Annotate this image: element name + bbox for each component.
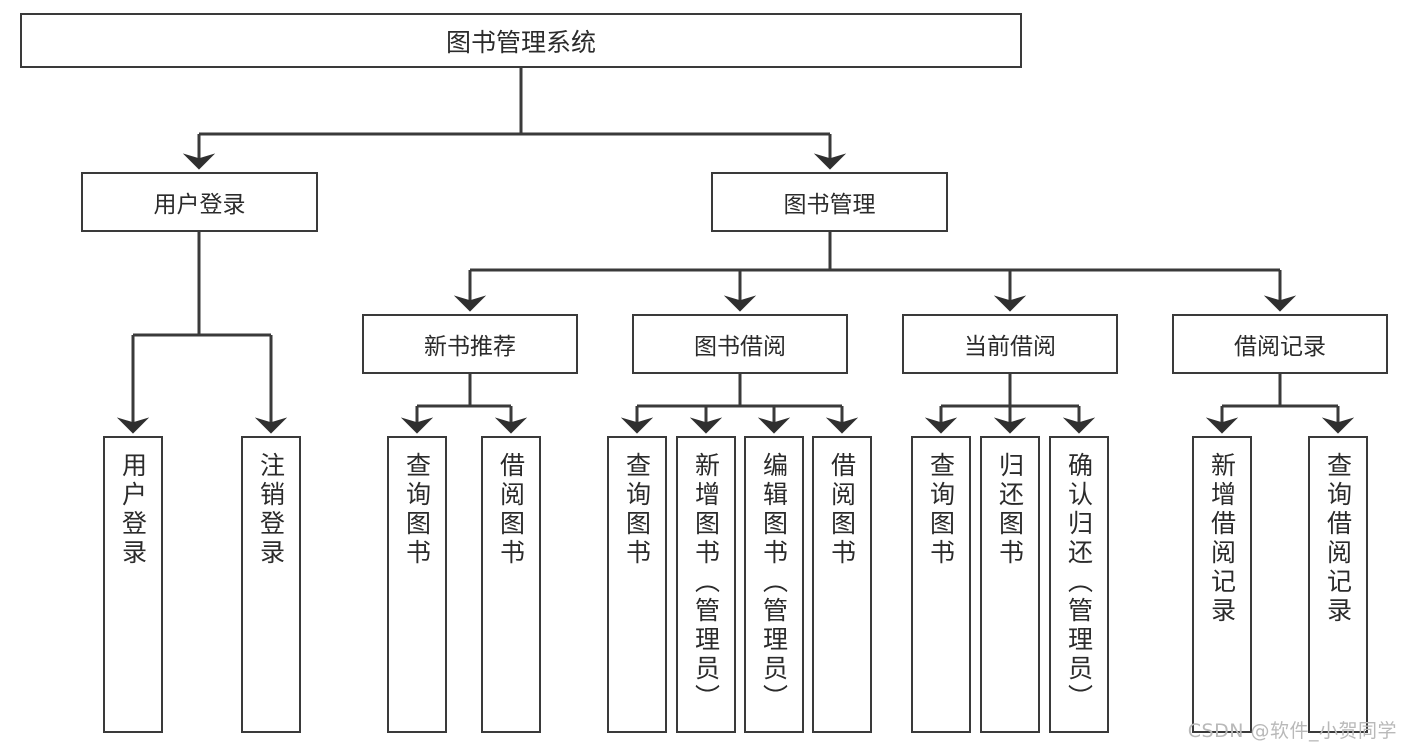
leaf-current-query-book-label: 查询图书 xyxy=(926,452,956,568)
leaf-confirm-return-admin[interactable]: 确认归还（管理员） xyxy=(1049,436,1109,733)
leaf-confirm-return-admin-label: 确认归还（管理员） xyxy=(1064,452,1094,713)
leaf-add-borrow-record-label: 新增借阅记录 xyxy=(1207,452,1237,626)
leaf-borrow-query-book-label: 查询图书 xyxy=(622,452,652,568)
leaf-edit-book-admin-label: 编辑图书（管理员） xyxy=(759,452,789,713)
node-book-management-label: 图书管理 xyxy=(783,192,876,218)
node-user-login-label: 用户登录 xyxy=(153,192,246,218)
leaf-add-book-admin-label: 新增图书（管理员） xyxy=(691,452,721,713)
leaf-edit-book-admin[interactable]: 编辑图书（管理员） xyxy=(744,436,804,733)
node-book-management[interactable]: 图书管理 xyxy=(711,172,948,232)
leaf-new-book-borrow-label: 借阅图书 xyxy=(496,452,526,568)
node-root[interactable]: 图书管理系统 xyxy=(20,13,1022,68)
leaf-current-query-book[interactable]: 查询图书 xyxy=(911,436,971,733)
leaf-new-book-query[interactable]: 查询图书 xyxy=(387,436,447,733)
leaf-return-book-label: 归还图书 xyxy=(995,452,1025,568)
leaf-add-borrow-record[interactable]: 新增借阅记录 xyxy=(1192,436,1252,733)
leaf-query-borrow-record-label: 查询借阅记录 xyxy=(1323,452,1353,626)
node-book-borrow[interactable]: 图书借阅 xyxy=(632,314,848,374)
node-new-book-recommend-label: 新书推荐 xyxy=(424,334,516,360)
leaf-new-book-borrow[interactable]: 借阅图书 xyxy=(481,436,541,733)
leaf-user-login-label: 用户登录 xyxy=(118,452,148,568)
leaf-borrow-book-label: 借阅图书 xyxy=(827,452,857,568)
node-borrow-record[interactable]: 借阅记录 xyxy=(1172,314,1388,374)
watermark: CSDN @软件_小贺同学 xyxy=(1187,720,1397,742)
node-user-login[interactable]: 用户登录 xyxy=(81,172,318,232)
leaf-user-login[interactable]: 用户登录 xyxy=(103,436,163,733)
leaf-add-book-admin[interactable]: 新增图书（管理员） xyxy=(676,436,736,733)
node-borrow-record-label: 借阅记录 xyxy=(1234,334,1326,360)
node-current-borrow[interactable]: 当前借阅 xyxy=(902,314,1118,374)
leaf-logout-label: 注销登录 xyxy=(256,452,286,568)
node-new-book-recommend[interactable]: 新书推荐 xyxy=(362,314,578,374)
leaf-logout[interactable]: 注销登录 xyxy=(241,436,301,733)
leaf-borrow-book[interactable]: 借阅图书 xyxy=(812,436,872,733)
leaf-query-borrow-record[interactable]: 查询借阅记录 xyxy=(1308,436,1368,733)
leaf-return-book[interactable]: 归还图书 xyxy=(980,436,1040,733)
node-root-label: 图书管理系统 xyxy=(445,27,596,57)
node-book-borrow-label: 图书借阅 xyxy=(694,334,786,360)
leaf-borrow-query-book[interactable]: 查询图书 xyxy=(607,436,667,733)
node-current-borrow-label: 当前借阅 xyxy=(964,334,1056,360)
leaf-new-book-query-label: 查询图书 xyxy=(402,452,432,568)
